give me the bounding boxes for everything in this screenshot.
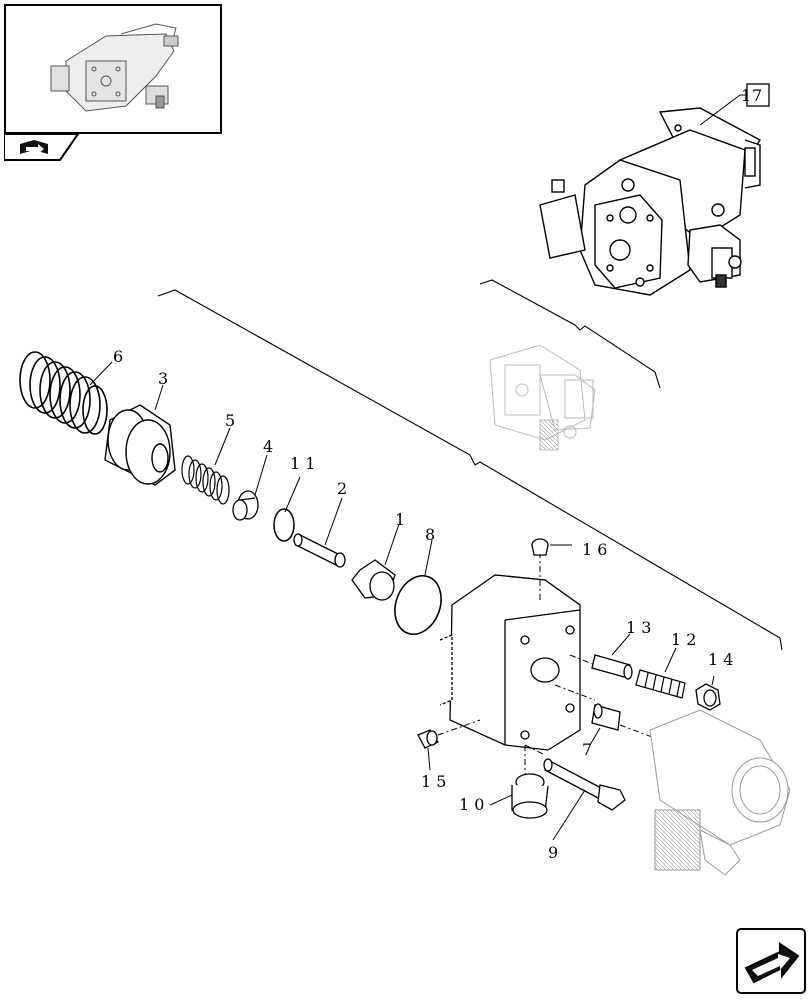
callout-10: 1 0 bbox=[459, 795, 484, 814]
callout-9: 9 bbox=[548, 843, 558, 862]
reference-box bbox=[746, 83, 770, 107]
plug-left bbox=[417, 729, 439, 749]
context-assembly-ghost bbox=[489, 344, 596, 451]
pin-part bbox=[293, 533, 346, 568]
callout-11: 1 1 bbox=[290, 454, 315, 473]
plug-top bbox=[531, 538, 549, 556]
next-page-arrow-icon bbox=[744, 942, 800, 984]
callout-15: 1 5 bbox=[421, 772, 446, 791]
leader-lines bbox=[89, 361, 715, 841]
axis-lines bbox=[437, 552, 661, 778]
thumbnail-frame bbox=[4, 4, 222, 134]
callout-2: 2 bbox=[337, 479, 347, 498]
callout-6: 6 bbox=[113, 347, 123, 366]
book-arrow-icon bbox=[20, 140, 48, 154]
reference-label: 1 7 bbox=[699, 83, 770, 126]
cap-part bbox=[232, 490, 259, 521]
spring-small bbox=[181, 455, 230, 505]
pin-short bbox=[591, 654, 633, 680]
callout-4: 4 bbox=[263, 437, 273, 456]
section-break-lines bbox=[157, 279, 783, 651]
snap-ring bbox=[273, 508, 295, 542]
reference-value: 7 bbox=[752, 86, 762, 105]
callout-1: 1 bbox=[395, 510, 405, 529]
spring-large bbox=[19, 351, 108, 435]
sleeve-part bbox=[351, 559, 396, 601]
section-tab[interactable] bbox=[3, 133, 84, 166]
pump-assembly bbox=[539, 107, 761, 296]
callout-13: 1 3 bbox=[626, 618, 651, 637]
callout-labels: 6 3 5 4 1 1 2 1 8 1 6 1 3 1 2 1 4 7 1 5 … bbox=[113, 347, 733, 862]
o-ring bbox=[394, 575, 442, 635]
valve-body bbox=[439, 574, 581, 751]
threaded-cap bbox=[511, 773, 549, 819]
callout-8: 8 bbox=[425, 525, 435, 544]
callout-14: 1 4 bbox=[708, 650, 733, 669]
callout-7: 7 bbox=[582, 740, 592, 759]
callout-3: 3 bbox=[158, 369, 168, 388]
next-page-button[interactable] bbox=[736, 928, 806, 994]
pump-thumbnail-icon bbox=[50, 23, 179, 112]
solenoid-ghost bbox=[649, 709, 791, 876]
callout-5: 5 bbox=[225, 411, 235, 430]
threaded-plug bbox=[635, 669, 686, 699]
reference-prefix: 1 bbox=[741, 86, 751, 105]
cup-part bbox=[104, 404, 176, 486]
callout-12: 1 2 bbox=[671, 630, 696, 649]
bushing bbox=[591, 703, 621, 731]
callout-16: 1 6 bbox=[582, 540, 607, 559]
hex-nut bbox=[695, 683, 721, 711]
bolt bbox=[543, 758, 626, 811]
